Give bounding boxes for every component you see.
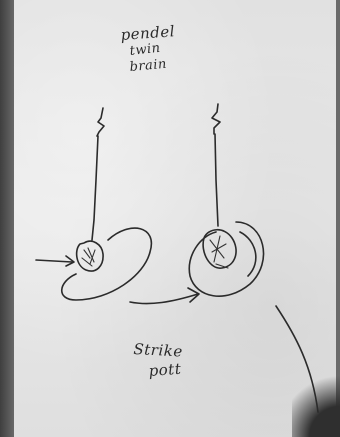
left-bob-detail [82, 248, 95, 266]
bottom-label-line-2: pott [148, 360, 182, 380]
right-string [215, 134, 218, 226]
middle-arrow [130, 294, 198, 304]
left-arrow-in [36, 260, 72, 262]
left-string [92, 136, 98, 240]
left-swing-path [62, 228, 152, 300]
left-bob [77, 241, 103, 271]
right-edge-curve [276, 306, 318, 412]
label-line-2: twin [129, 41, 161, 59]
bottom-label-line-1: Strike [133, 340, 183, 361]
right-swing-inner [240, 232, 256, 276]
label-line-1: pendel [120, 22, 176, 44]
right-hook [212, 104, 220, 134]
right-bob-detail [210, 236, 228, 268]
left-hook [97, 108, 104, 136]
